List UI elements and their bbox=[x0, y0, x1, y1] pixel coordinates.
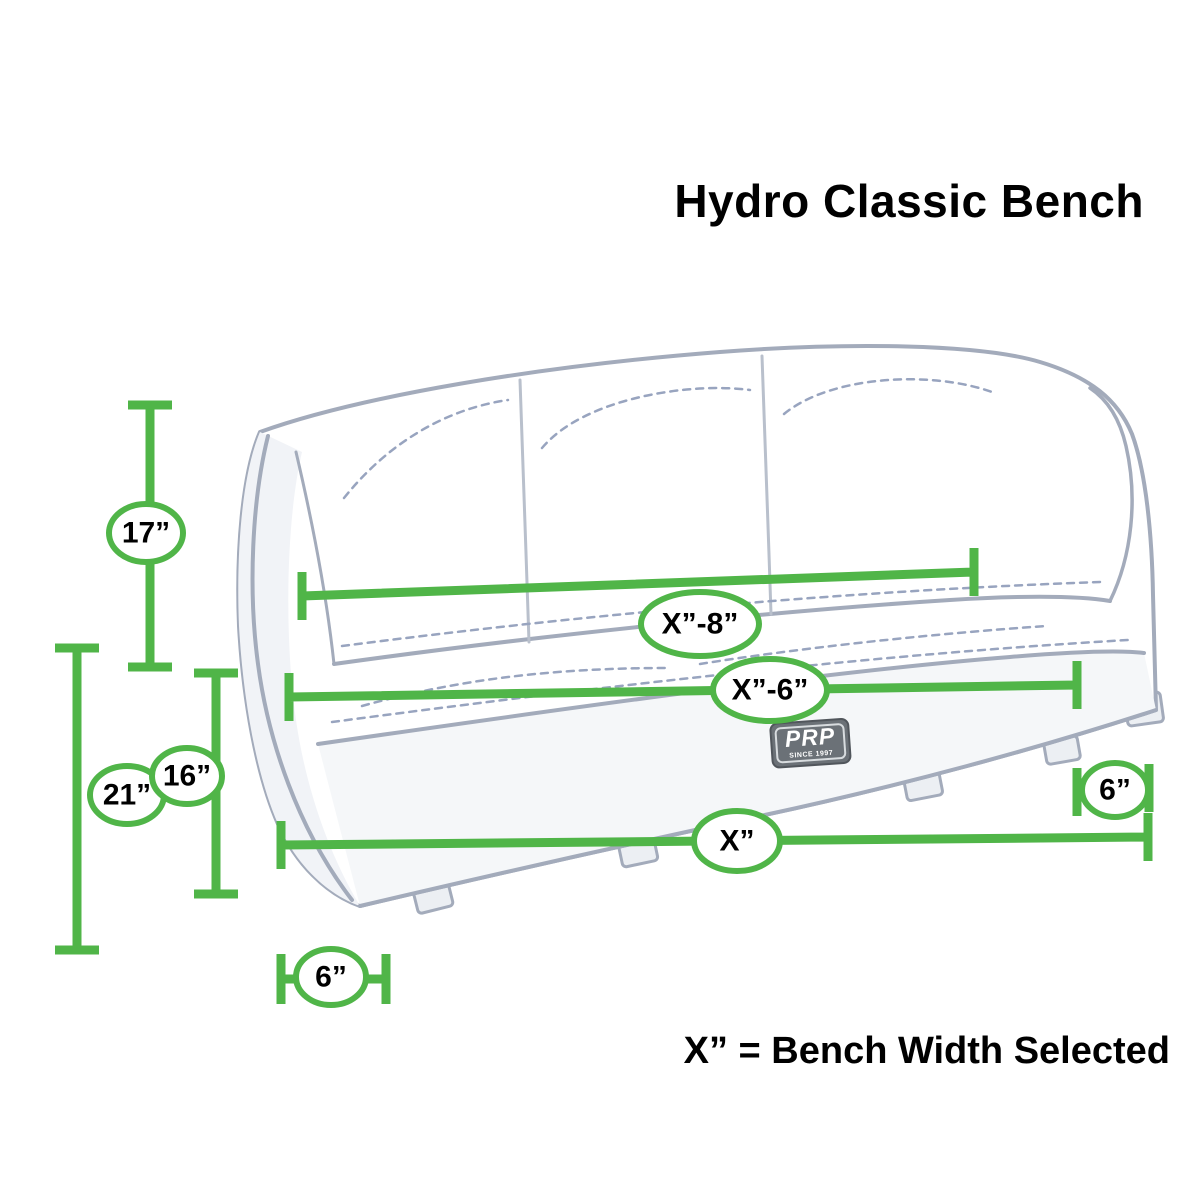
dim-overall-width: X” bbox=[276, 808, 1153, 874]
left-back-junction-piping bbox=[294, 450, 336, 666]
right-arm-piping bbox=[1088, 386, 1134, 603]
dimension-label-bubble bbox=[1079, 760, 1151, 820]
backrest-seam bbox=[518, 378, 531, 644]
dim-inner-width-rear: X”-8” bbox=[297, 548, 979, 659]
badge-inner-frame bbox=[774, 723, 847, 764]
left-arm-piping bbox=[250, 434, 354, 902]
dimension-label-bubble bbox=[710, 656, 830, 724]
dim-base-depth-side: 6” bbox=[1072, 760, 1154, 820]
dimension-label-bubble bbox=[638, 589, 762, 659]
dimension-line bbox=[55, 643, 99, 955]
seat-front-piping bbox=[316, 649, 1146, 746]
backrest-seat-piping bbox=[332, 594, 1112, 666]
dim-overall-side-height: 21” bbox=[55, 643, 167, 955]
stitch-back-center-arch bbox=[540, 386, 752, 450]
dimension-line bbox=[297, 548, 979, 620]
prp-badge: PRP SINCE 1997 bbox=[769, 718, 852, 769]
legend-note: X” = Bench Width Selected bbox=[683, 1030, 1170, 1072]
page-title: Hydro Classic Bench bbox=[674, 175, 1144, 227]
dimension-label: 16” bbox=[163, 760, 211, 793]
dimension-label: X” bbox=[719, 825, 754, 858]
dimension-label-bubble bbox=[149, 745, 225, 807]
stitch-back-left-arch bbox=[342, 398, 510, 500]
dimension-label: 17” bbox=[122, 517, 170, 550]
badge-brand-text: PRP bbox=[784, 723, 836, 752]
dim-base-depth-front: 6” bbox=[276, 946, 391, 1008]
dimension-label: X”-8” bbox=[662, 608, 739, 641]
dimension-line bbox=[284, 661, 1082, 721]
stitch-seat-right bbox=[698, 624, 1048, 666]
dimension-label: 21” bbox=[103, 779, 151, 812]
badge-plate bbox=[769, 718, 852, 769]
dimension-label: X”-6” bbox=[732, 674, 809, 707]
stitch-back-right-arch bbox=[782, 378, 994, 416]
dim-seat-front-height: 16” bbox=[149, 668, 238, 899]
left-arm-shading bbox=[238, 432, 360, 906]
stitch-seat-front bbox=[330, 638, 1130, 724]
dimension-label-bubble bbox=[293, 946, 369, 1008]
dimension-label: 6” bbox=[1099, 774, 1131, 807]
badge-tagline-text: SINCE 1997 bbox=[789, 750, 833, 760]
dim-back-cushion-height: 17” bbox=[106, 400, 186, 672]
dimension-label-bubble bbox=[106, 501, 186, 565]
dim-inner-width-front: X”-6” bbox=[284, 656, 1082, 724]
dimension-label: 6” bbox=[315, 961, 347, 994]
dimension-label-bubble bbox=[691, 808, 783, 874]
